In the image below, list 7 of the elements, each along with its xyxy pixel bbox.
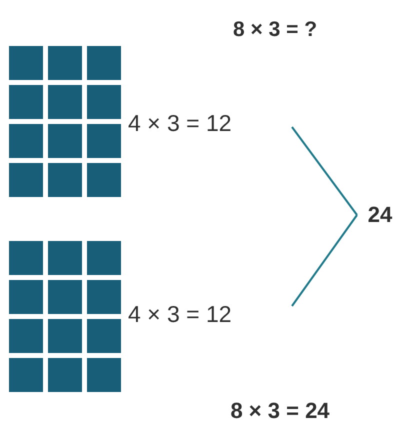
- equation: 4 × 3 = 12: [128, 108, 288, 138]
- equation: 4 × 3 = 12: [128, 299, 288, 329]
- title: 8 × 3 = ?: [232, 17, 318, 43]
- connector-line: [291, 126, 358, 216]
- caption: 8 × 3 = 24: [229, 397, 331, 423]
- connector-line: [291, 214, 358, 307]
- result-number: 24: [357, 199, 403, 229]
